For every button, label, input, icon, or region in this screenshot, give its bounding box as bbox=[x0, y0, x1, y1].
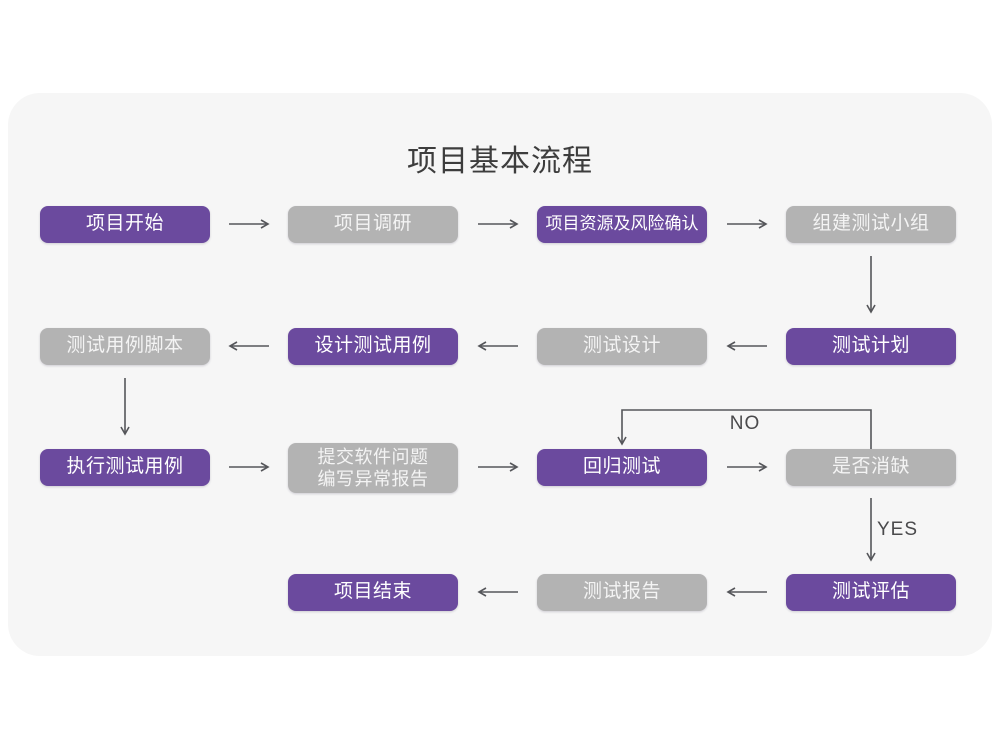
flow-node-build-test-team: 组建测试小组 bbox=[786, 206, 956, 243]
flow-node-test-case-scripts: 测试用例脚本 bbox=[40, 328, 210, 365]
flow-node-defect-cleared-decision: 是否消缺 bbox=[786, 449, 956, 486]
flow-node-submit-issues-report: 提交软件问题 编写异常报告 bbox=[288, 443, 458, 493]
edge-label-no: NO bbox=[729, 413, 761, 434]
flow-node-project-research: 项目调研 bbox=[288, 206, 458, 243]
flow-node-regression-test: 回归测试 bbox=[537, 449, 707, 486]
diagram-title: 项目基本流程 bbox=[407, 145, 593, 178]
flow-node-test-evaluation: 测试评估 bbox=[786, 574, 956, 611]
flow-node-design-test-cases: 设计测试用例 bbox=[288, 328, 458, 365]
edge-label-yes: YES bbox=[877, 519, 919, 540]
flow-node-test-design: 测试设计 bbox=[537, 328, 707, 365]
flowchart-card bbox=[8, 93, 992, 656]
flow-node-project-end: 项目结束 bbox=[288, 574, 458, 611]
flow-node-project-start: 项目开始 bbox=[40, 206, 210, 243]
flow-node-test-plan: 测试计划 bbox=[786, 328, 956, 365]
flow-node-project-resources-risk: 项目资源及风险确认 bbox=[537, 206, 707, 243]
flow-node-test-report: 测试报告 bbox=[537, 574, 707, 611]
flow-node-execute-test-cases: 执行测试用例 bbox=[40, 449, 210, 486]
